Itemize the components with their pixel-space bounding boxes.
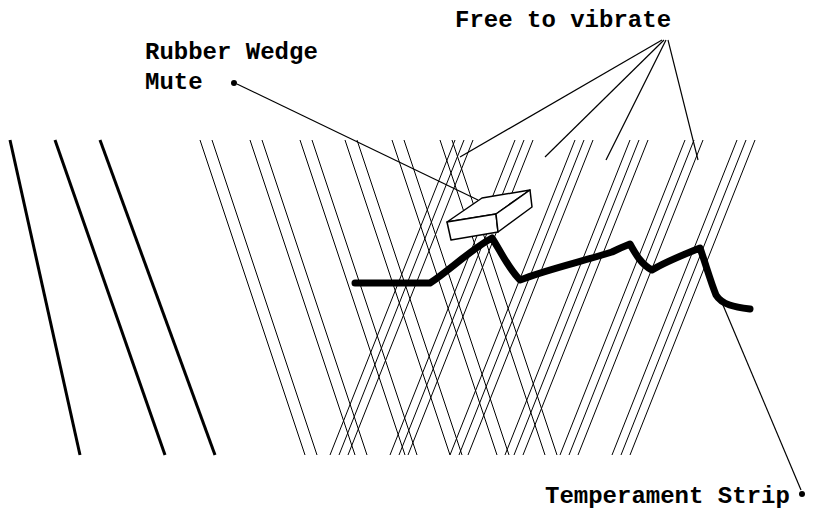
callout-label: Free to vibrate	[455, 6, 695, 36]
piano-string	[357, 140, 462, 455]
rubber-wedge-mute	[447, 190, 532, 240]
piano-string	[339, 140, 464, 455]
piano-string	[514, 140, 639, 455]
callout-label: Temperament Strip	[545, 482, 795, 512]
piano-string	[250, 140, 355, 455]
piano-string	[392, 140, 497, 455]
piano-string	[459, 140, 584, 455]
piano-string	[212, 140, 317, 455]
piano-string	[404, 140, 509, 455]
piano-string	[10, 140, 80, 455]
piano-string	[330, 140, 455, 455]
piano-string	[345, 140, 450, 455]
piano-string	[300, 140, 405, 455]
leader-line	[545, 40, 664, 157]
callout-label: Rubber Wedge Mute	[145, 38, 330, 98]
piano-string	[505, 140, 630, 455]
piano-string	[630, 140, 755, 455]
piano-strings	[10, 140, 755, 455]
piano-string	[100, 140, 215, 455]
leader-lines	[237, 40, 801, 490]
leader-line	[668, 40, 698, 160]
piano-string	[440, 140, 545, 455]
piano-string	[55, 140, 165, 455]
piano-string	[200, 140, 305, 455]
leader-dot	[231, 80, 237, 86]
leader-line	[606, 40, 666, 160]
temperament-strip	[355, 238, 750, 309]
piano-string	[621, 140, 746, 455]
piano-string	[450, 140, 575, 455]
leader-dot	[799, 491, 805, 497]
piano-string	[569, 140, 694, 455]
leader-line	[720, 298, 801, 490]
piano-string	[408, 140, 533, 455]
piano-string	[560, 140, 685, 455]
piano-string	[262, 140, 367, 455]
piano-string	[523, 140, 648, 455]
piano-string	[468, 140, 593, 455]
piano-string	[578, 140, 703, 455]
piano-string	[399, 140, 524, 455]
mute-side-face	[496, 190, 532, 232]
leader-line	[460, 40, 662, 157]
piano-string	[348, 140, 473, 455]
leader-line	[237, 84, 478, 200]
